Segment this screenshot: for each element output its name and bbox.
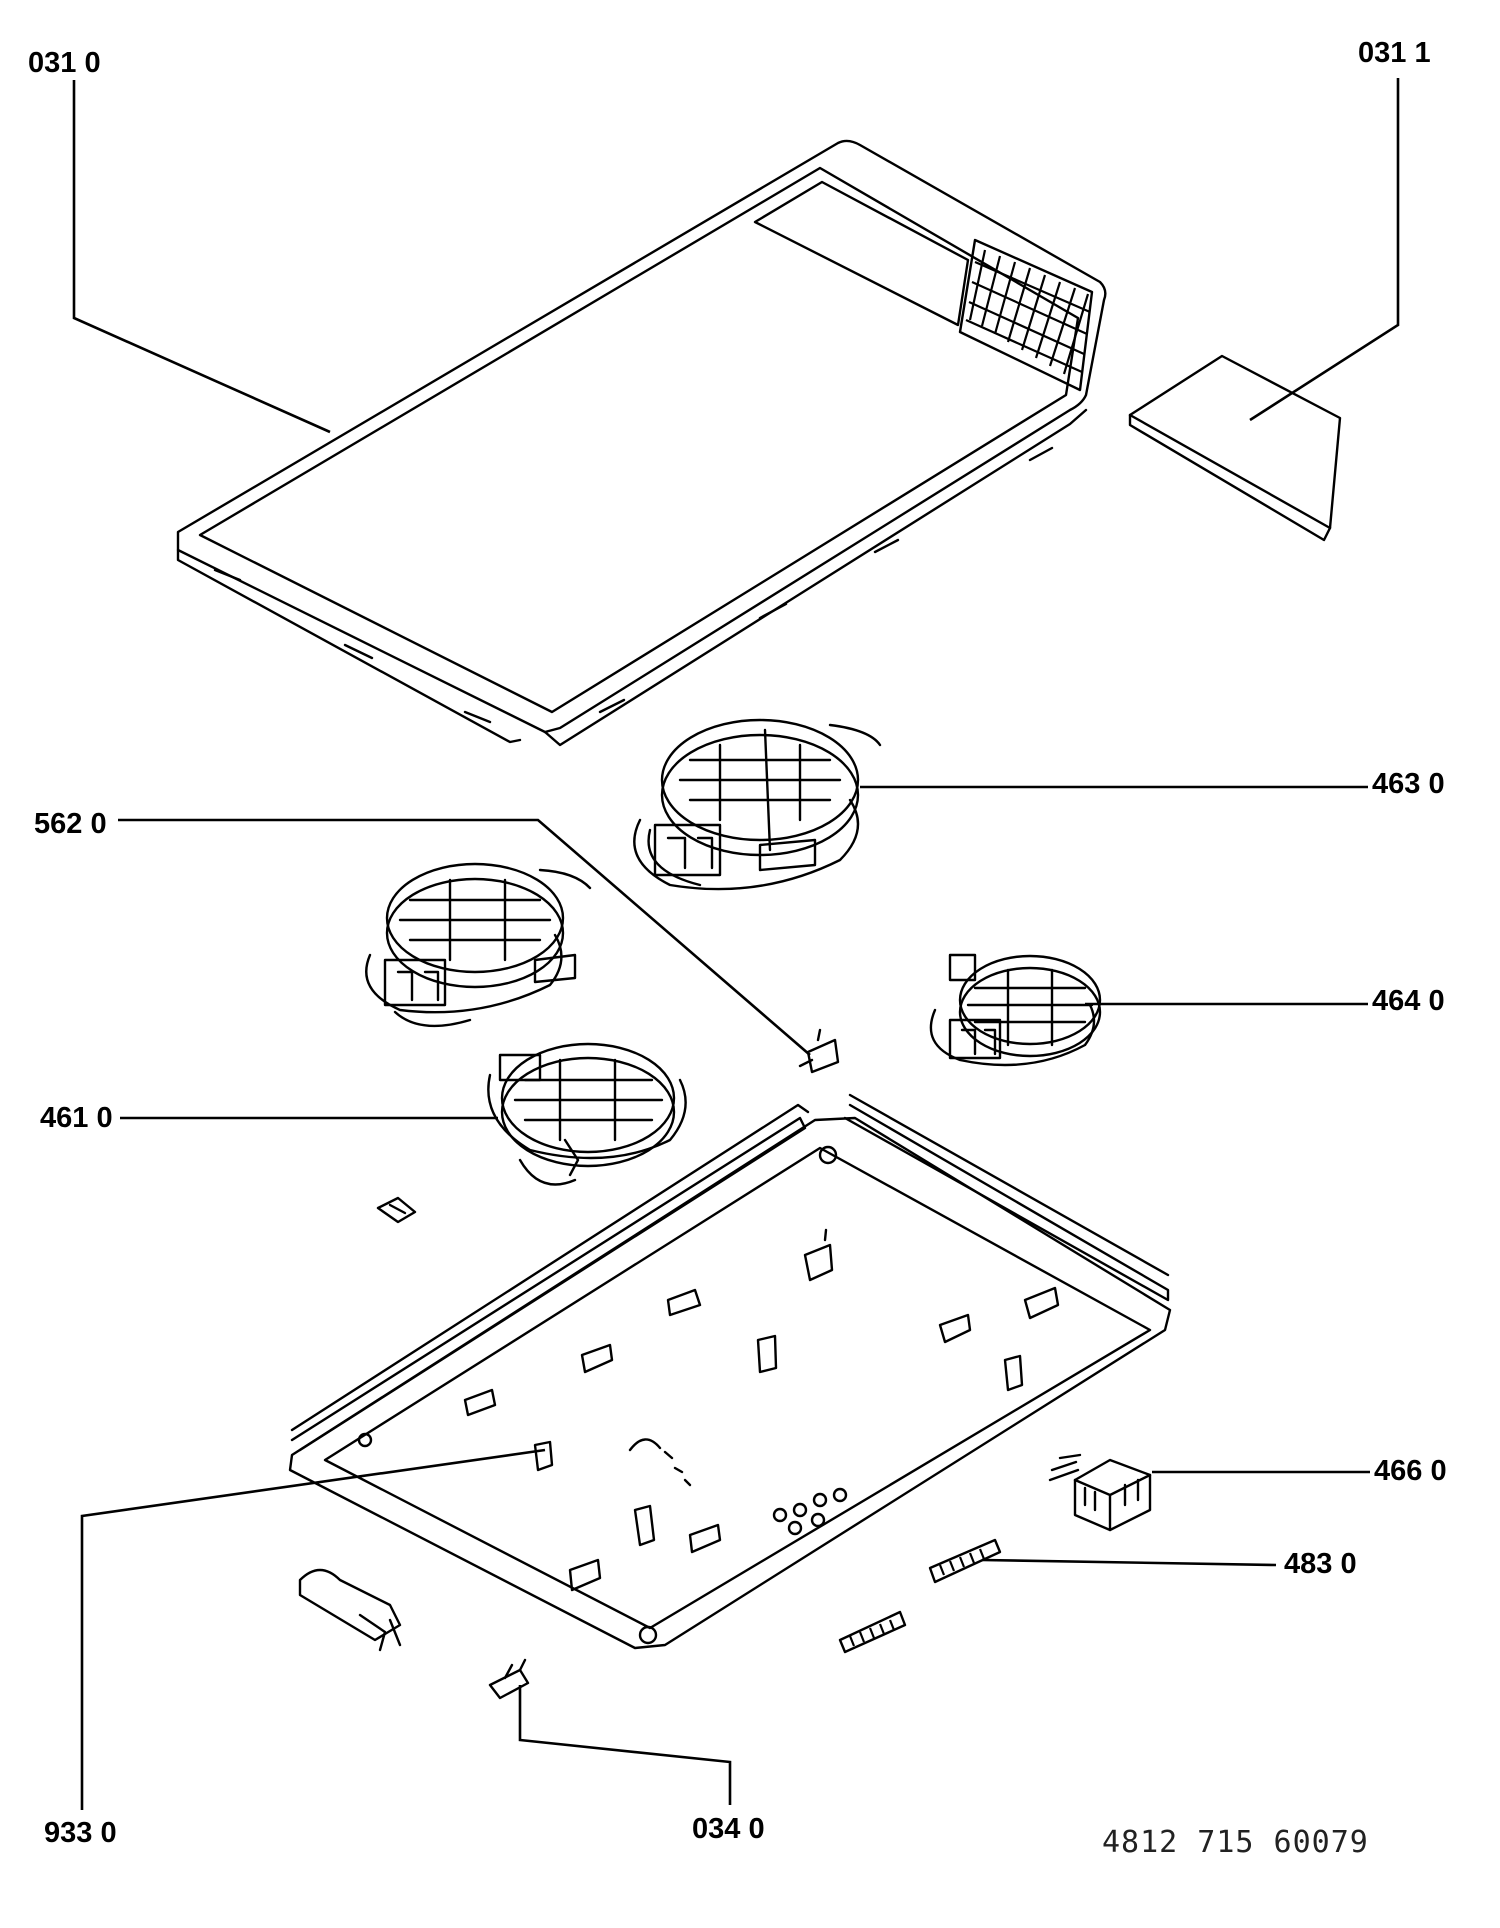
heating-element-463-part [633, 718, 882, 891]
label-4610: 461 0 [40, 1102, 113, 1134]
label-4830: 483 0 [1284, 1548, 1357, 1580]
base-tray-part [288, 1093, 1172, 1650]
cover-panel-part [1128, 354, 1342, 542]
label-5620: 562 0 [34, 808, 107, 840]
label-0311: 031 1 [1358, 37, 1431, 69]
label-4660: 466 0 [1374, 1455, 1447, 1487]
clip-034-part [488, 1658, 530, 1700]
label-9330: 933 0 [44, 1817, 117, 1849]
clip-bracket-part [376, 1196, 417, 1224]
connector-strip-lower-part [838, 1610, 907, 1654]
label-4630: 463 0 [1372, 768, 1445, 800]
document-number: 4812 715 60079 [1102, 1825, 1369, 1860]
cooktop-frame-part [176, 139, 1107, 747]
leader-lines [72, 78, 1400, 1810]
heating-element-461-part [487, 1042, 687, 1186]
switch-assembly-part [298, 1568, 402, 1652]
thermal-limiter-562-part [798, 1028, 840, 1074]
label-4640: 464 0 [1372, 985, 1445, 1017]
terminal-block-466-part [1048, 1453, 1152, 1532]
heating-element-left-part [365, 862, 592, 1028]
connector-strip-483-part [928, 1538, 1002, 1584]
heating-element-464-part [929, 953, 1102, 1067]
grille-pattern [958, 238, 1094, 392]
label-0340: 034 0 [692, 1813, 765, 1845]
label-0310: 031 0 [28, 47, 101, 79]
